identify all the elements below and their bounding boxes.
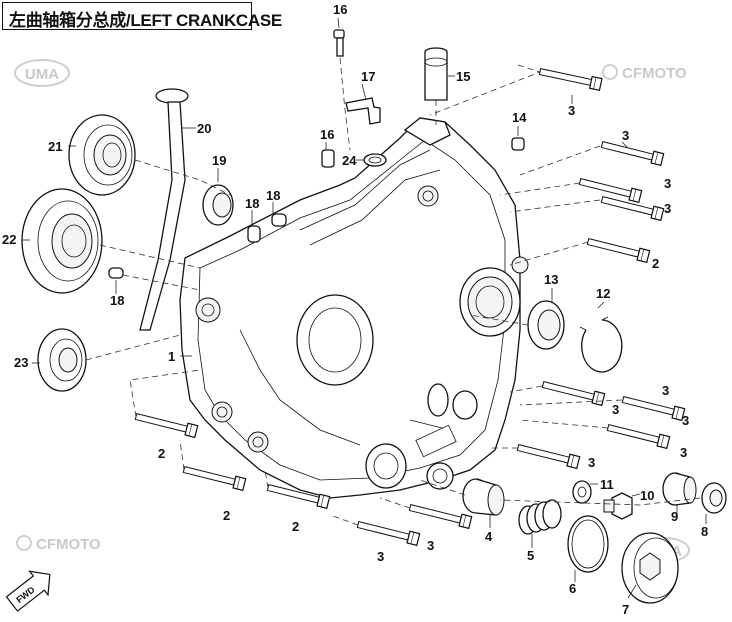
page-title: 左曲轴箱分总成/LEFT CRANKCASE	[9, 11, 282, 30]
crankcase-body	[179, 117, 529, 499]
part-9-bearing	[662, 472, 697, 506]
watermark-uma-top: UMA	[14, 59, 70, 87]
part-14-plug	[511, 137, 525, 151]
callout-14: 14	[512, 110, 527, 125]
alignment-lines	[85, 57, 701, 526]
callout-20: 20	[197, 121, 211, 136]
part-4-sleeve	[462, 478, 505, 516]
callout-3g: 3	[682, 413, 689, 428]
part-21-bearing	[68, 114, 136, 196]
part-13-seal	[527, 300, 565, 350]
part-5-spring	[518, 499, 562, 535]
watermark-cfmoto-text-1: CFMOTO	[622, 65, 687, 82]
callout-19: 19	[212, 153, 226, 168]
callout-24: 24	[342, 153, 357, 168]
callout-8: 8	[701, 524, 708, 539]
callout-4: 4	[485, 529, 493, 544]
part-10-plug	[603, 492, 633, 520]
callout-5: 5	[527, 548, 534, 563]
callout-3d: 3	[664, 176, 671, 191]
callout-3i: 3	[588, 455, 595, 470]
watermark-cfmoto-bottom: CFMOTO	[16, 535, 101, 553]
part-11-washer	[572, 480, 592, 504]
part-15-sleeve	[424, 47, 448, 101]
callout-16a: 16	[333, 2, 347, 17]
callout-13: 13	[544, 272, 558, 287]
callout-9: 9	[671, 509, 678, 524]
part-20-tube	[139, 88, 189, 331]
part-16-screw	[321, 29, 345, 168]
callout-16b: 16	[320, 127, 334, 142]
leader-lines	[22, 17, 707, 599]
callout-11: 11	[600, 477, 614, 492]
callout-3f: 3	[612, 402, 619, 417]
callout-22: 22	[2, 232, 16, 247]
callout-3e: 3	[662, 383, 669, 398]
callout-3k: 3	[377, 549, 384, 564]
part-18-dowels	[108, 213, 287, 279]
callout-10: 10	[640, 488, 654, 503]
part-23-bearing	[37, 328, 87, 392]
callout-3j: 3	[427, 538, 434, 553]
callout-18a: 18	[266, 188, 280, 203]
callout-3b: 3	[622, 128, 629, 143]
part-22-bearing	[21, 188, 103, 294]
part-19-bearing	[202, 184, 234, 226]
callout-7: 7	[622, 602, 629, 617]
callout-17: 17	[361, 69, 375, 84]
callout-2c: 2	[223, 508, 230, 523]
part-17-fitting	[345, 97, 381, 125]
callout-18c: 18	[110, 293, 124, 308]
callout-1: 1	[168, 349, 175, 364]
part-6-oring	[567, 515, 609, 573]
title-box: 左曲轴箱分总成/LEFT CRANKCASE	[2, 2, 282, 30]
part-24-oring	[363, 153, 387, 167]
callout-3c: 3	[664, 201, 671, 216]
part-12-circlip	[579, 316, 623, 373]
callout-6: 6	[569, 581, 576, 596]
callout-2d: 2	[292, 519, 299, 534]
part-8-seal	[701, 482, 727, 514]
fwd-arrow: FWD	[5, 570, 51, 612]
callout-3a: 3	[568, 103, 575, 118]
callout-3h: 3	[680, 445, 687, 460]
callouts: 16 17 15 3 14 3 20 21 19 16 24 18 18 3 3…	[2, 2, 708, 617]
callout-12: 12	[596, 286, 610, 301]
watermark-uma-text-1: UMA	[25, 66, 59, 83]
part-7-cap	[621, 532, 679, 604]
callout-15: 15	[456, 69, 470, 84]
callout-2b: 2	[158, 446, 165, 461]
callout-2a: 2	[652, 256, 659, 271]
callout-23: 23	[14, 355, 28, 370]
callout-18b: 18	[245, 196, 259, 211]
watermark-cfmoto-text-3: CFMOTO	[36, 536, 101, 553]
watermark-cfmoto-top: CFMOTO	[602, 64, 687, 82]
callout-21: 21	[48, 139, 62, 154]
